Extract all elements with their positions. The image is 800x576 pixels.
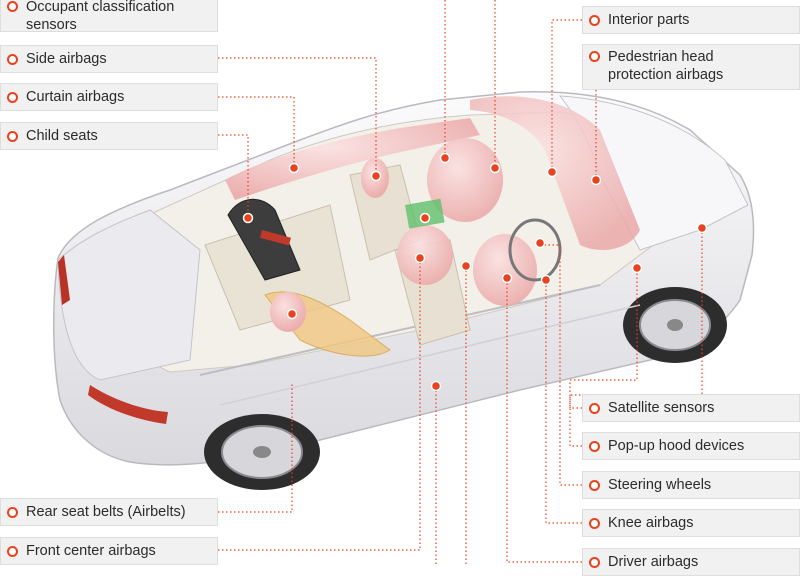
label-text: Interior parts (608, 12, 690, 28)
ring-bullet-icon (7, 506, 18, 518)
label-text: Child seats (26, 128, 98, 144)
door-line (219, 304, 641, 406)
label-driver-airbags: Driver airbags (582, 548, 800, 576)
tail-light (88, 385, 168, 424)
ring-bullet-icon (589, 51, 600, 62)
curtain-airbag (225, 118, 480, 200)
label-text: protection airbags (608, 67, 724, 83)
child-seat-strap (259, 230, 291, 246)
label-side-airbags: Side airbags (0, 45, 218, 73)
label-text: Front center airbags (26, 543, 156, 559)
label-curtain-airbags: Curtain airbags (0, 83, 218, 111)
ring-bullet-icon (589, 517, 600, 529)
label-text: Driver airbags (608, 554, 699, 570)
label-text: Pedestrian head (608, 49, 714, 65)
rear-wheel (204, 414, 320, 490)
driver-airbag (473, 234, 537, 306)
label-text: sensors (26, 17, 77, 33)
label-interior-parts: Interior parts (582, 6, 800, 34)
ring-bullet-icon (589, 14, 600, 26)
label-child-seats: Child seats (0, 122, 218, 150)
label-text: Curtain airbags (26, 89, 125, 105)
label-occupant-classification-sensors: Occupant classification sensors (0, 0, 218, 33)
ring-bullet-icon (589, 402, 600, 414)
ring-bullet-icon (589, 440, 600, 452)
label-text: Satellite sensors (608, 400, 715, 416)
label-front-center-airbags: Front center airbags (0, 537, 218, 565)
ring-bullet-icon (7, 545, 18, 557)
ring-bullet-icon (589, 556, 600, 568)
ring-bullet-icon (7, 130, 18, 142)
label-text: Steering wheels (608, 477, 712, 493)
side-sill (199, 284, 601, 376)
label-text: Occupant classification (26, 0, 175, 15)
ring-bullet-icon (7, 1, 18, 12)
label-satellite-sensors: Satellite sensors (582, 394, 800, 422)
front-wheel (623, 287, 727, 363)
label-text: Knee airbags (608, 515, 694, 531)
trunk (57, 209, 201, 381)
label-steering-wheels: Steering wheels (582, 471, 800, 499)
label-rear-seat-belts: Rear seat belts (Airbelts) (0, 498, 218, 526)
ring-bullet-icon (7, 91, 18, 103)
label-pedestrian-head-protection-airbags: Pedestrian head protection airbags (582, 44, 800, 90)
marker-dots (242, 152, 708, 392)
rear-side-light (58, 255, 70, 305)
front-center-airbag (397, 225, 453, 285)
label-knee-airbags: Knee airbags (582, 509, 800, 537)
car-cutaway-diagram (53, 0, 755, 564)
label-text: Pop-up hood devices (608, 438, 745, 454)
label-text: Side airbags (26, 51, 107, 67)
ring-bullet-icon (7, 53, 18, 65)
ring-bullet-icon (589, 479, 600, 491)
label-pop-up-hood-devices: Pop-up hood devices (582, 432, 800, 460)
label-text: Rear seat belts (Airbelts) (26, 504, 186, 520)
